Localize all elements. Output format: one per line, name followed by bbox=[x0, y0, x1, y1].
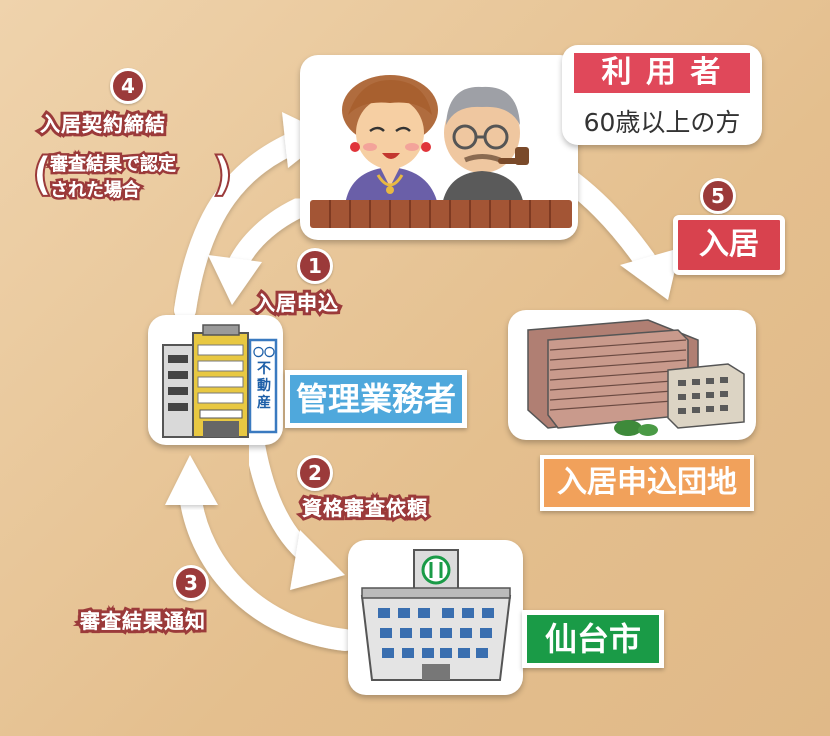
move-in-tag: 入居 bbox=[673, 215, 785, 275]
elderly-couple-icon bbox=[300, 55, 580, 240]
step5-number: 5 bbox=[700, 178, 736, 214]
apartment-complex-icon bbox=[508, 310, 756, 440]
arrow-step3-head bbox=[165, 455, 218, 505]
user-info-card: 利 用 者 60歳以上の方 bbox=[562, 45, 762, 145]
user-subtitle: 60歳以上の方 bbox=[562, 103, 762, 139]
step2-label-fill: 資格審査依頼 bbox=[302, 492, 428, 521]
step3-label-fill: 審査結果通知 bbox=[80, 605, 206, 634]
note-paren-right: ) bbox=[212, 148, 233, 200]
step4-label-fill: 入居契約締結 bbox=[40, 108, 166, 137]
step4-note: ( 審査結果で認定 された場合 審査結果で認定 された場合 ) bbox=[32, 148, 232, 208]
manager-sign: 〇〇 不 動 産 bbox=[250, 344, 278, 412]
step2-number: 2 bbox=[297, 455, 333, 491]
complex-tag: 入居申込団地 bbox=[540, 455, 754, 511]
step3-number: 3 bbox=[173, 565, 209, 601]
arrow-step1-head bbox=[208, 255, 262, 305]
city-tag: 仙台市 bbox=[522, 610, 664, 668]
manager-tag: 管理業務者 bbox=[285, 370, 467, 428]
step4-number: 4 bbox=[110, 68, 146, 104]
step1-number: 1 bbox=[297, 248, 333, 284]
city-hall-icon bbox=[348, 540, 524, 696]
step1-label-fill: 入居申込 bbox=[255, 287, 339, 316]
user-tag: 利 用 者 bbox=[574, 53, 750, 93]
step4-note-text-fill: 審査結果で認定 された場合 bbox=[50, 150, 176, 202]
